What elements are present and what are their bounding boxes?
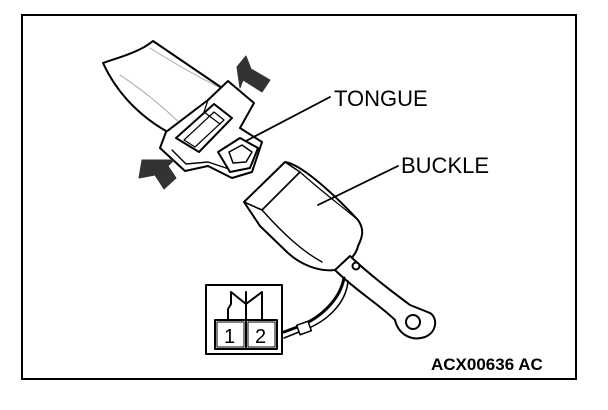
buckle-bracket <box>334 255 437 340</box>
wire-harness <box>282 276 349 339</box>
connector-pin-2: 2 <box>255 326 266 348</box>
connector-symbol <box>205 284 283 355</box>
tongue-label: TONGUE <box>334 86 428 111</box>
arrow-insert <box>236 55 271 93</box>
arrow-release <box>138 159 177 190</box>
figure-frame <box>21 14 577 380</box>
leader-lines <box>245 96 399 206</box>
buckle-label: BUCKLE <box>401 153 490 178</box>
tongue-leader-line <box>245 96 331 142</box>
figure-code: ACX00636 AC <box>431 355 543 374</box>
tongue-plate <box>159 80 263 179</box>
connector-pin-1: 1 <box>224 326 235 348</box>
buckle-body <box>243 161 364 272</box>
buckle-leader-line <box>317 165 399 206</box>
